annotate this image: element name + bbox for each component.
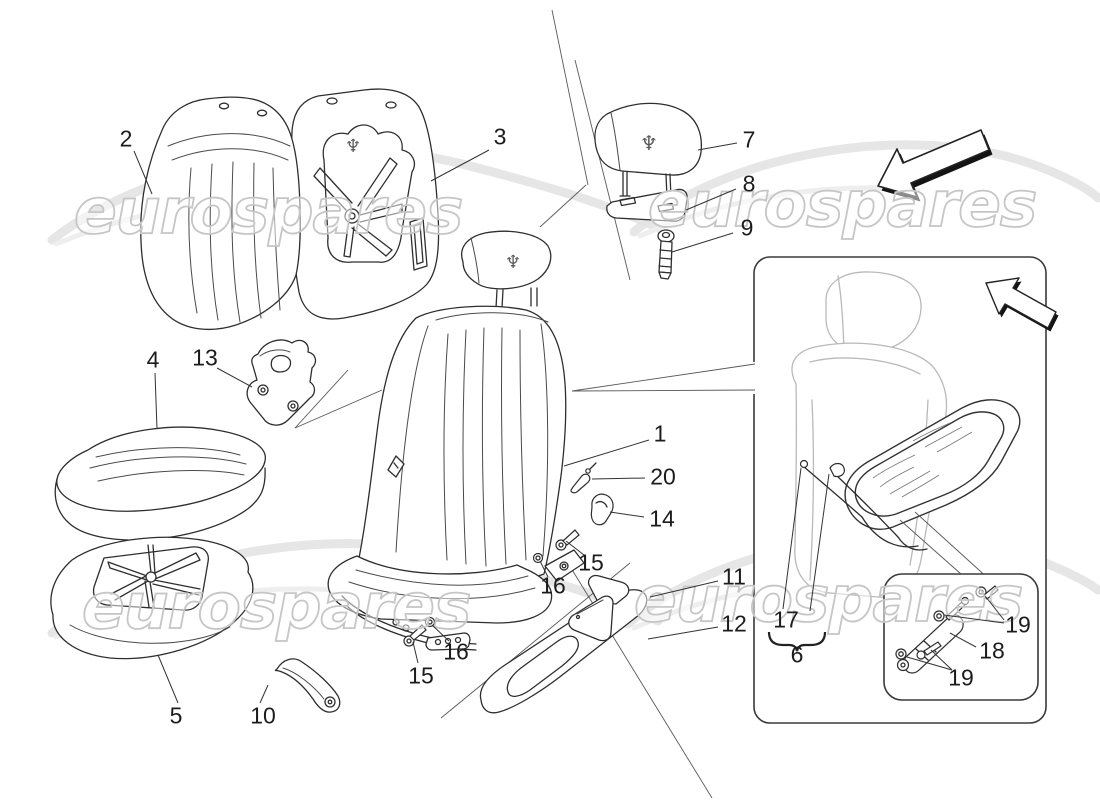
callout-13: 13 (192, 344, 218, 371)
complete-seat-part: ♆ (327, 230, 585, 651)
callout-4: 4 (146, 346, 160, 373)
headrest-bolt-part (657, 229, 675, 280)
seat-cushion-part (54, 426, 266, 541)
callout-14: 14 (649, 505, 675, 532)
side-trim-strip-part (274, 658, 341, 713)
headrest-part: ♆ (594, 102, 703, 199)
sill-trim-part (479, 574, 648, 714)
callout-3: 3 (493, 123, 507, 150)
callout-6: 6 (790, 641, 804, 668)
callout-9: 9 (740, 214, 754, 241)
callout-leader-lines (133, 142, 1005, 704)
inner-detail-box (883, 573, 1039, 701)
callout-15: 15 (408, 662, 434, 689)
inset-direction-arrow-icon (985, 277, 1059, 332)
direction-arrow-icon (877, 129, 993, 202)
callout-19: 19 (1005, 611, 1031, 638)
inset-wedge-lines (571, 363, 756, 392)
callout-11: 11 (722, 563, 746, 590)
backrest-frame-part: ♆ (290, 88, 440, 320)
inset-detail-box (746, 256, 1047, 724)
trident-icon: ♆ (345, 136, 361, 157)
backrest-cushion-part (140, 96, 301, 331)
watermark-text: eurospares (74, 175, 462, 248)
callout-8: 8 (742, 170, 756, 197)
trident-icon: ♆ (640, 131, 658, 155)
callout-12: 12 (721, 610, 747, 637)
callout-5: 5 (169, 702, 183, 729)
callout-18: 18 (979, 637, 1005, 664)
watermark-text: eurospares (648, 168, 1036, 241)
callout-7: 7 (742, 126, 756, 153)
watermark-layer: eurospares eurospares eurospares eurospares (73, 167, 1038, 644)
headrest-mount-plate-part (606, 188, 688, 222)
trident-icon: ♆ (505, 252, 521, 273)
recliner-bracket-part (246, 339, 317, 426)
callout-16: 16 (540, 572, 566, 599)
callout-20: 20 (650, 463, 676, 490)
callout-2: 2 (119, 125, 133, 152)
callout-10: 10 (250, 702, 276, 729)
watermark-text: eurospares (82, 570, 470, 643)
callout-16: 16 (443, 638, 469, 665)
seat-hardware (403, 462, 614, 647)
bracket-brace (767, 631, 827, 652)
callout-1: 1 (653, 420, 667, 447)
callout-15: 15 (578, 549, 604, 576)
callout-19: 19 (948, 664, 974, 691)
callout-17: 17 (773, 606, 799, 633)
watermark-text: eurospares (634, 563, 1022, 636)
seat-base-part (50, 536, 254, 660)
